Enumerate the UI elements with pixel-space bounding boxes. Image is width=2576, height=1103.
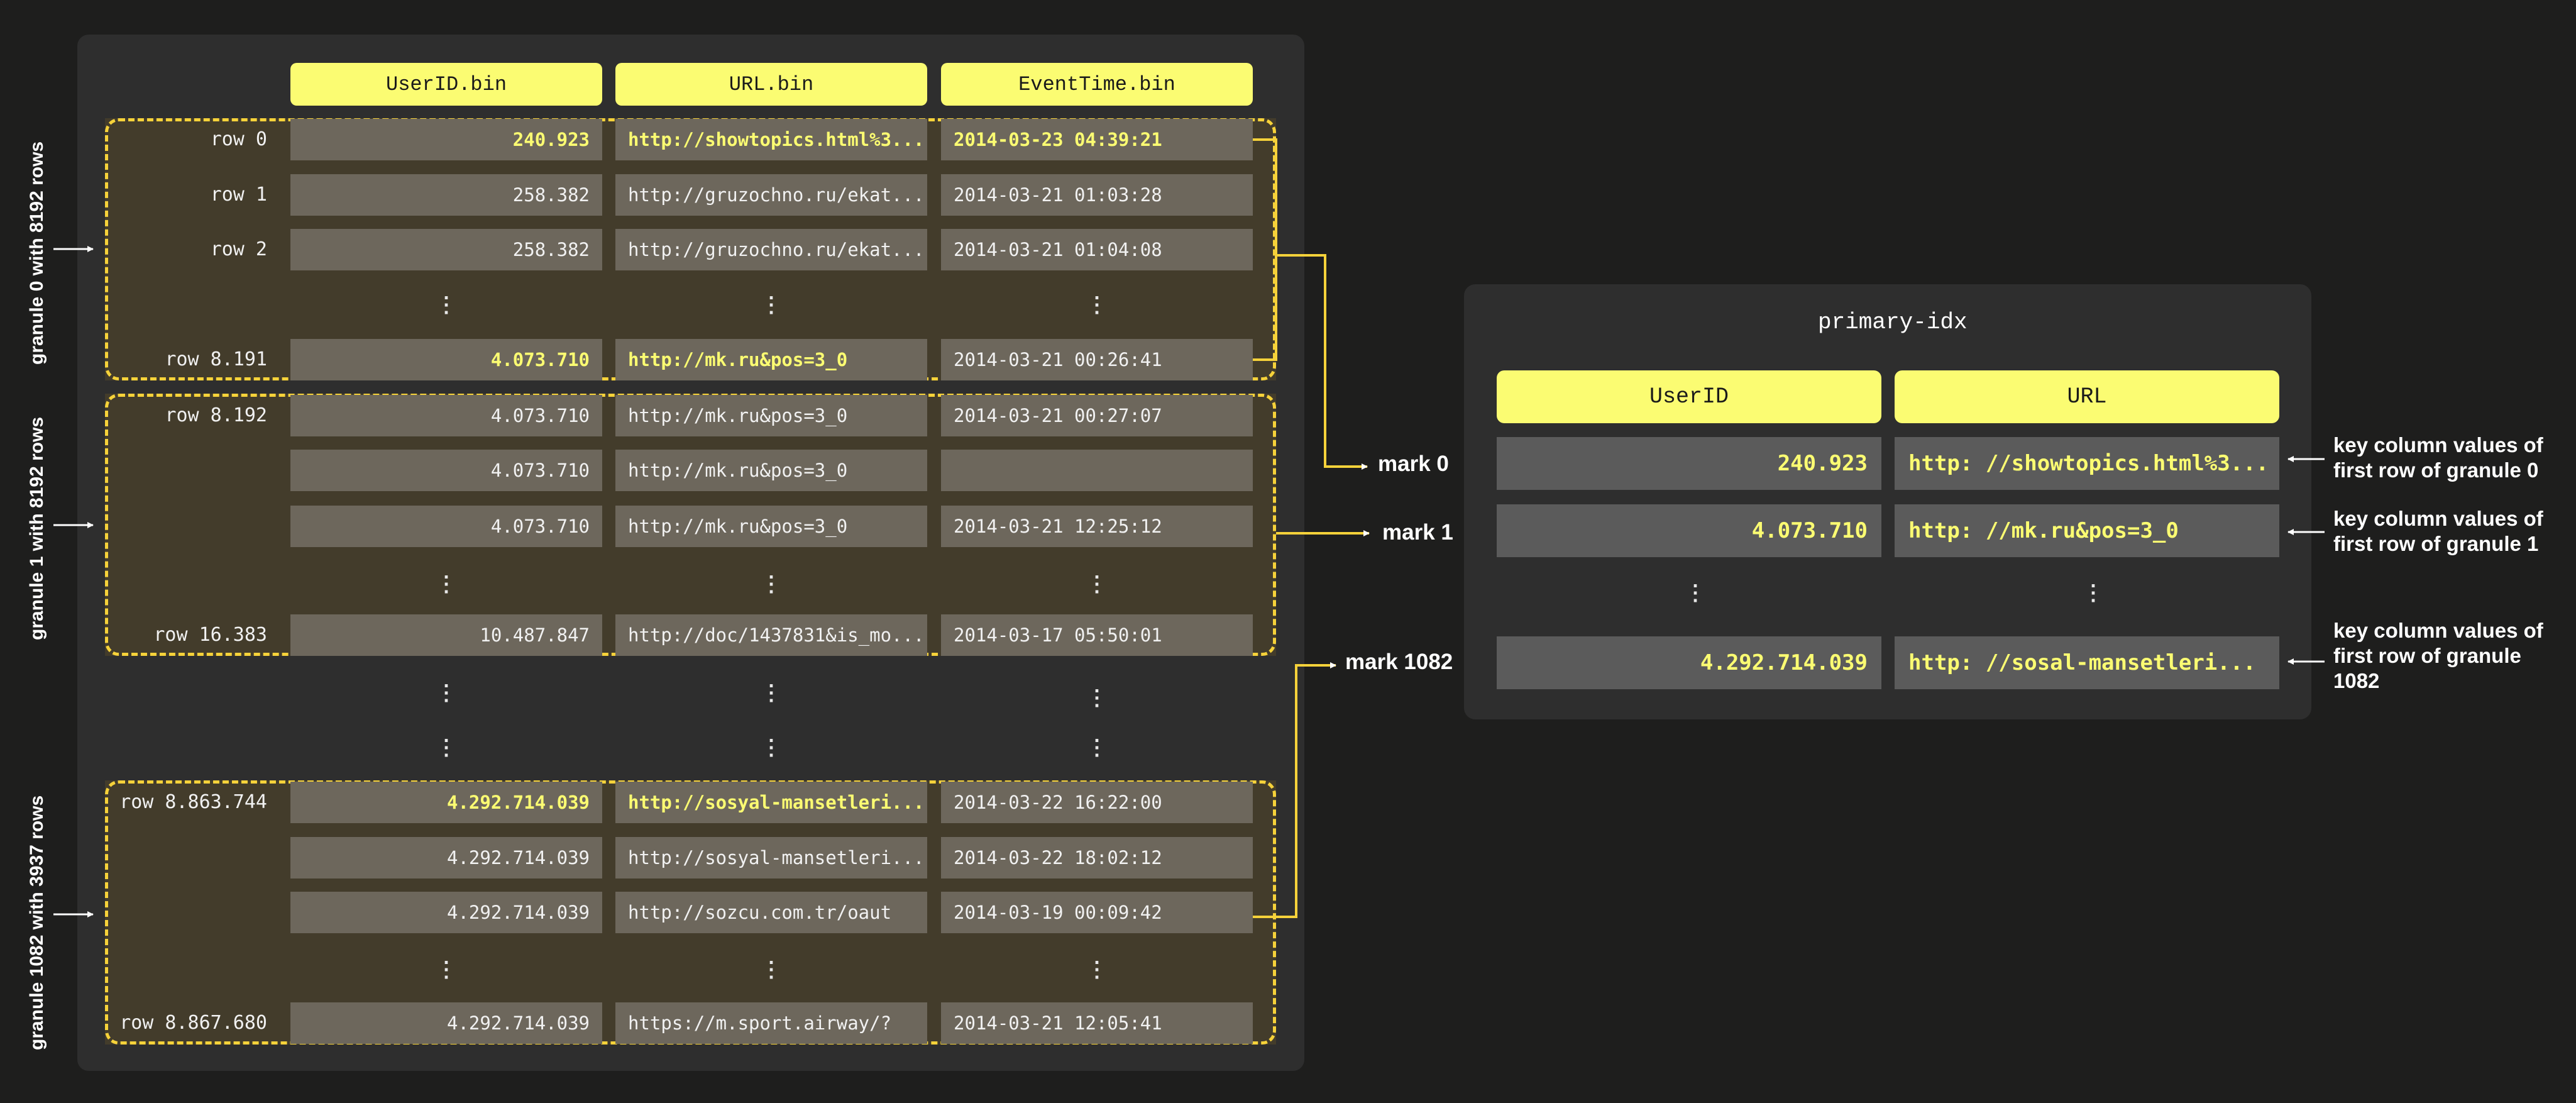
userid-cell: 4.073.710	[290, 506, 602, 547]
row-label: row 2	[210, 238, 267, 260]
vertical-ellipsis-icon: ⋮	[436, 681, 457, 705]
userid-cell: 4.292.714.039	[290, 837, 602, 879]
row-label: row 1	[210, 184, 267, 206]
eventtime-cell: 2014-03-23 04:39:21	[941, 119, 1253, 160]
row-label: row 8.192	[165, 404, 267, 426]
column-header-eventtime-bin: EventTime.bin	[941, 63, 1253, 106]
url-cell: http://doc/1437831&is_mo...	[615, 614, 927, 656]
vertical-ellipsis-icon: ⋮	[436, 736, 457, 760]
vertical-ellipsis-icon: ⋮	[1685, 581, 1706, 605]
eventtime-cell: 2014-03-19 00:09:42	[941, 892, 1253, 933]
row-label: row 8.867.680	[119, 1012, 267, 1034]
vertical-ellipsis-icon: ⋮	[761, 958, 782, 982]
userid-cell: 4.292.714.039	[290, 782, 602, 823]
url-cell: http://sosyal-mansetleri...	[615, 837, 927, 879]
userid-cell: 4.073.710	[290, 339, 602, 380]
eventtime-cell: 2014-03-21 12:05:41	[941, 1002, 1253, 1044]
eventtime-cell: 2014-03-21 12:25:12	[941, 506, 1253, 547]
index-userid-cell: 4.073.710	[1497, 504, 1881, 557]
index-url-cell: http: //showtopics.html%3...	[1895, 437, 2279, 490]
url-cell: http://sosyal-mansetleri...	[615, 782, 927, 823]
eventtime-cell: 2014-03-17 05:50:01	[941, 614, 1253, 656]
mark-1082-connector	[1253, 662, 1336, 918]
vertical-ellipsis-icon: ⋮	[1086, 293, 1108, 317]
vertical-ellipsis-icon: ⋮	[1086, 686, 1108, 710]
userid-cell: 4.292.714.039	[290, 1002, 602, 1044]
column-header-url-bin: URL.bin	[615, 63, 927, 106]
index-userid-cell: 4.292.714.039	[1497, 636, 1881, 689]
url-cell: http://mk.ru&pos=3_0	[615, 339, 927, 380]
index-url-cell: http: //mk.ru&pos=3_0	[1895, 504, 2279, 557]
note-granule-1: key column values of first row of granul…	[2333, 507, 2543, 555]
vertical-ellipsis-icon: ⋮	[761, 572, 782, 596]
url-cell: http://gruzochno.ru/ekat...	[615, 229, 927, 270]
eventtime-cell: 2014-03-21 00:26:41	[941, 339, 1253, 380]
vertical-ellipsis-icon: ⋮	[436, 572, 457, 596]
mark-1082-label: mark 1082	[1345, 650, 1453, 674]
url-cell: http://mk.ru&pos=3_0	[615, 450, 927, 491]
row-label: row 0	[210, 128, 267, 150]
url-cell: http://showtopics.html%3...	[615, 119, 927, 160]
eventtime-cell: 2014-03-21 00:27:07	[941, 395, 1253, 436]
note-granule-0: key column values of first row of granul…	[2333, 433, 2543, 482]
mark-1-label: mark 1	[1382, 520, 1453, 545]
index-url-cell: http: //sosal-mansetleri...	[1895, 636, 2279, 689]
userid-cell: 4.073.710	[290, 395, 602, 436]
url-cell: http://gruzochno.ru/ekat...	[615, 174, 927, 216]
vertical-ellipsis-icon: ⋮	[2083, 581, 2104, 605]
vertical-ellipsis-icon: ⋮	[436, 293, 457, 317]
vertical-ellipsis-icon: ⋮	[1086, 736, 1108, 760]
url-cell: http://mk.ru&pos=3_0	[615, 506, 927, 547]
eventtime-cell: 2014-03-22 16:22:00	[941, 782, 1253, 823]
column-header-userid-bin: UserID.bin	[290, 63, 602, 106]
vertical-ellipsis-icon: ⋮	[761, 681, 782, 705]
userid-cell: 4.073.710	[290, 450, 602, 491]
index-header-url: URL	[1895, 370, 2279, 423]
vertical-ellipsis-icon: ⋮	[1086, 572, 1108, 596]
mark-0-label: mark 0	[1378, 452, 1449, 476]
row-label: row 16.383	[153, 624, 267, 646]
userid-cell: 10.487.847	[290, 614, 602, 656]
vertical-ellipsis-icon: ⋮	[761, 293, 782, 317]
eventtime-cell	[941, 450, 1253, 491]
eventtime-cell: 2014-03-22 18:02:12	[941, 837, 1253, 879]
eventtime-cell: 2014-03-21 01:03:28	[941, 174, 1253, 216]
vertical-ellipsis-icon: ⋮	[761, 736, 782, 760]
vertical-ellipsis-icon: ⋮	[1086, 958, 1108, 982]
userid-cell: 258.382	[290, 174, 602, 216]
note-granule-1082: key column values of first row of granul…	[2333, 619, 2543, 692]
userid-cell: 240.923	[290, 119, 602, 160]
index-userid-cell: 240.923	[1497, 437, 1881, 490]
url-cell: http://sozcu.com.tr/oaut	[615, 892, 927, 933]
vertical-ellipsis-icon: ⋮	[436, 958, 457, 982]
url-cell: http://mk.ru&pos=3_0	[615, 395, 927, 436]
url-cell: https://m.sport.airway/?	[615, 1002, 927, 1044]
row-label: row 8.191	[165, 348, 267, 370]
eventtime-cell: 2014-03-21 01:04:08	[941, 229, 1253, 270]
mark-0-connector	[1253, 138, 1277, 361]
userid-cell: 4.292.714.039	[290, 892, 602, 933]
userid-cell: 258.382	[290, 229, 602, 270]
primary-index-title: primary-idx	[1818, 309, 1968, 335]
index-header-userid: UserID	[1497, 370, 1881, 423]
row-label: row 8.863.744	[119, 791, 267, 813]
